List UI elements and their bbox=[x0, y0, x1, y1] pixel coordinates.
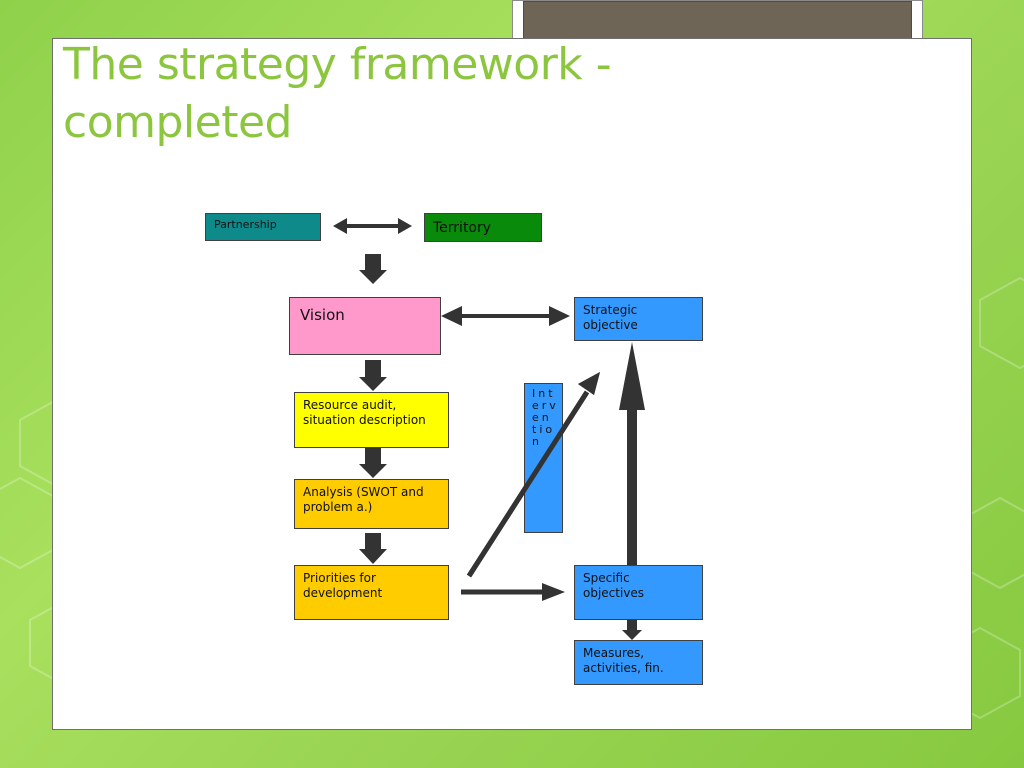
partnership-label: Partnership bbox=[214, 218, 277, 231]
specific-objectives-box: Specific objectives bbox=[574, 565, 703, 620]
analysis-label: Analysis (SWOT and problem a.) bbox=[303, 485, 424, 514]
vision-box: Vision bbox=[289, 297, 441, 355]
priorities-label: Priorities for development bbox=[303, 571, 383, 600]
vision-label: Vision bbox=[300, 306, 345, 324]
analysis-box: Analysis (SWOT and problem a.) bbox=[294, 479, 449, 529]
territory-label: Territory bbox=[433, 220, 492, 236]
territory-box: Territory bbox=[424, 213, 542, 242]
measures-label: Measures, activities, fin. bbox=[583, 646, 664, 675]
strategic-objective-label: Strategic objective bbox=[583, 303, 638, 332]
specific-objectives-label: Specific objectives bbox=[583, 571, 645, 600]
resource-audit-label: Resource audit, situation description bbox=[303, 398, 426, 427]
slide-content-area bbox=[52, 38, 972, 730]
strategic-objective-box: Strategic objective bbox=[574, 297, 703, 341]
measures-box: Measures, activities, fin. bbox=[574, 640, 703, 685]
intervention-box: Intervention bbox=[524, 383, 563, 533]
intervention-label: Intervention bbox=[532, 387, 559, 448]
partnership-box: Partnership bbox=[205, 213, 321, 241]
slide-title: The strategy framework - completed bbox=[63, 39, 612, 148]
priorities-box: Priorities for development bbox=[294, 565, 449, 620]
resource-audit-box: Resource audit, situation description bbox=[294, 392, 449, 448]
